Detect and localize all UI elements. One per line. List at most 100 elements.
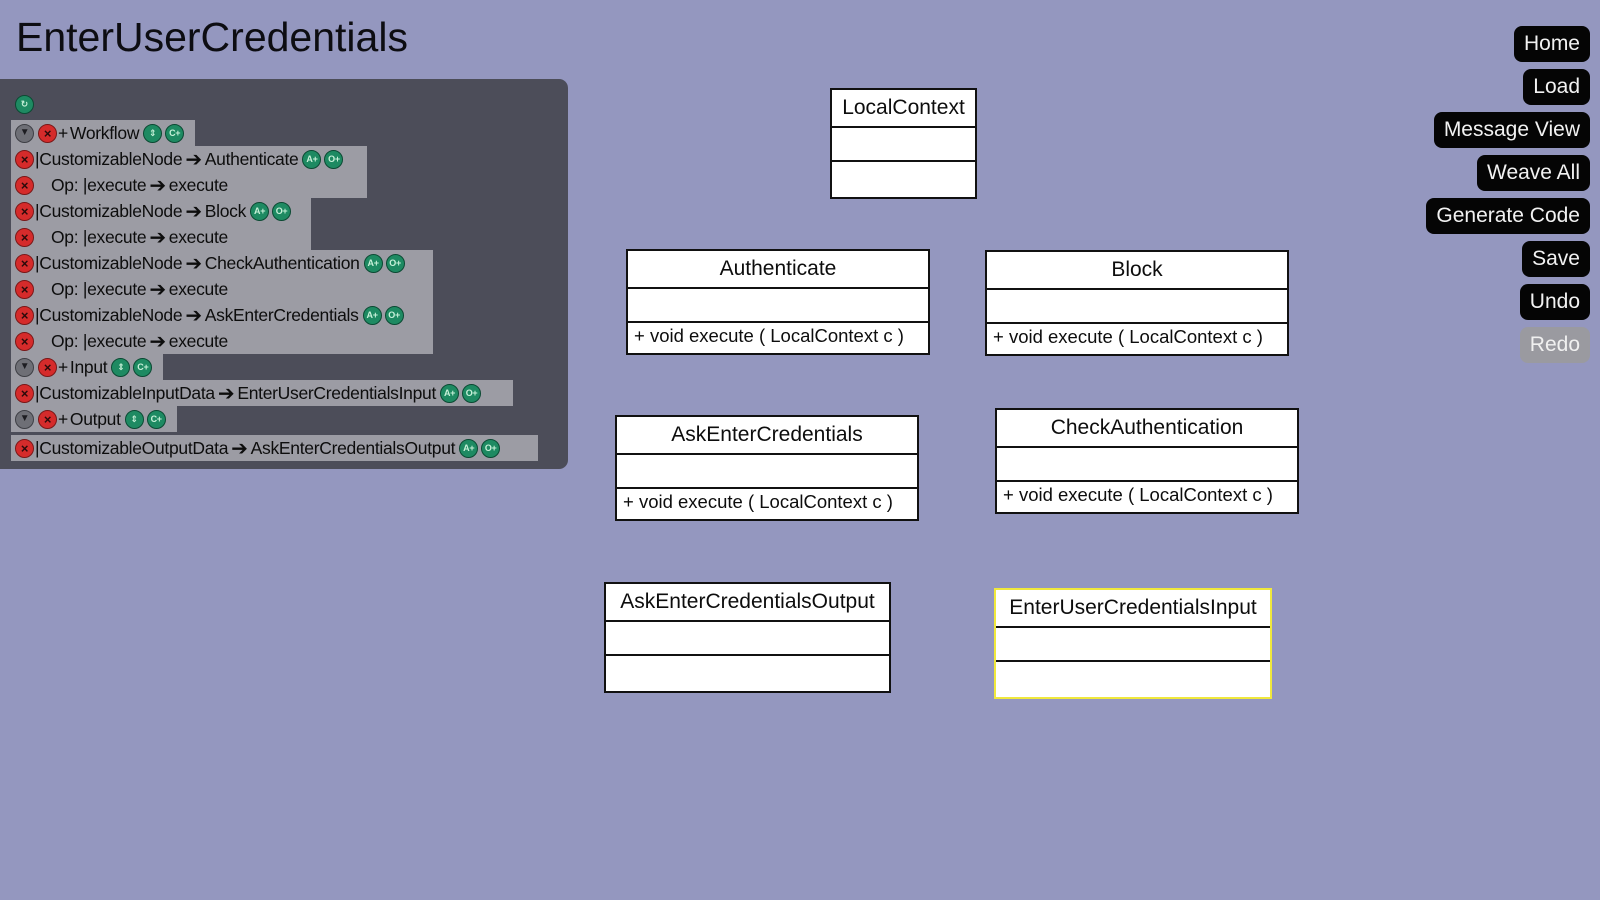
arrow-right-icon: ➔ <box>185 252 202 275</box>
reorder-icon[interactable]: ⇕ <box>124 409 144 429</box>
tree-op-label: Op: |execute <box>51 330 147 351</box>
delete-icon[interactable]: × <box>15 305 34 325</box>
class-attributes <box>628 289 928 323</box>
tree-node-target: AskEnterCredentialsOutput <box>250 437 456 458</box>
class-name: AskEnterCredentials <box>617 417 917 455</box>
message-view-button[interactable]: Message View <box>1433 112 1590 148</box>
arrow-right-icon: ➔ <box>149 330 166 353</box>
tree-section-input[interactable]: ▼ × + Input ⇕ C+ <box>11 354 163 380</box>
class-operations: + void execute ( LocalContext c ) <box>993 326 1263 347</box>
add-attribute-icon[interactable]: A+ <box>362 305 382 325</box>
tree-node-enterusercredentialsinput[interactable]: × |CustomizableInputData ➔ EnterUserCred… <box>11 380 513 406</box>
arrow-right-icon: ➔ <box>149 226 166 249</box>
class-operations <box>832 162 975 188</box>
save-button[interactable]: Save <box>1522 241 1590 277</box>
delete-icon[interactable]: × <box>38 357 57 377</box>
weave-all-button[interactable]: Weave All <box>1477 155 1590 191</box>
tree-node-target: Block <box>204 200 247 221</box>
tree-op-checkauthentication[interactable]: × Op: |execute ➔ execute <box>11 276 433 302</box>
tree-op-authenticate[interactable]: × Op: |execute ➔ execute <box>11 172 367 198</box>
class-operations: + void execute ( LocalContext c ) <box>623 491 893 512</box>
tree-node-type: |CustomizableOutputData <box>35 437 229 458</box>
delete-icon[interactable]: × <box>15 149 34 169</box>
class-name: EnterUserCredentialsInput <box>996 590 1270 628</box>
class-box-localcontext[interactable]: LocalContext <box>830 88 977 199</box>
class-box-askentercredentials[interactable]: AskEnterCredentials + void execute ( Loc… <box>615 415 919 521</box>
delete-icon[interactable]: × <box>15 227 34 247</box>
tree-node-type: |CustomizableNode <box>35 252 183 273</box>
add-attribute-icon[interactable]: A+ <box>459 438 479 458</box>
add-class-icon[interactable]: C+ <box>165 123 185 143</box>
add-operation-icon[interactable]: O+ <box>384 305 404 325</box>
add-operation-icon[interactable]: O+ <box>385 253 405 273</box>
add-attribute-icon[interactable]: A+ <box>363 253 383 273</box>
delete-icon[interactable]: × <box>15 438 34 458</box>
arrow-right-icon: ➔ <box>217 382 235 405</box>
reorder-icon[interactable]: ⇕ <box>111 357 131 377</box>
add-attribute-icon[interactable]: A+ <box>440 383 460 403</box>
class-box-checkauthentication[interactable]: CheckAuthentication + void execute ( Loc… <box>995 408 1299 514</box>
add-operation-icon[interactable]: O+ <box>324 149 344 169</box>
tree-node-askentercredentialsoutput[interactable]: × |CustomizableOutputData ➔ AskEnterCred… <box>11 435 538 461</box>
delete-icon[interactable]: × <box>38 409 57 429</box>
home-button[interactable]: Home <box>1513 26 1590 62</box>
class-box-block[interactable]: Block + void execute ( LocalContext c ) <box>985 250 1289 356</box>
tree-op-label: Op: |execute <box>51 226 147 247</box>
tree-node-askentercredentials[interactable]: × |CustomizableNode ➔ AskEnterCredential… <box>11 302 433 328</box>
add-class-icon[interactable]: C+ <box>146 409 166 429</box>
tree-node-block[interactable]: × |CustomizableNode ➔ Block A+ O+ <box>11 198 311 224</box>
delete-icon[interactable]: × <box>15 201 34 221</box>
delete-icon[interactable]: × <box>15 331 34 351</box>
add-operation-icon[interactable]: O+ <box>481 438 501 458</box>
tree-node-target: AskEnterCredentials <box>204 304 359 325</box>
class-box-authenticate[interactable]: Authenticate + void execute ( LocalConte… <box>626 249 930 355</box>
class-box-enterusercredentialsinput[interactable]: EnterUserCredentialsInput <box>994 588 1272 699</box>
class-operations: + void execute ( LocalContext c ) <box>1003 484 1273 505</box>
collapse-icon[interactable]: ▼ <box>15 123 34 143</box>
tree-op-target: execute <box>168 174 229 195</box>
tree-op-target: execute <box>168 330 229 351</box>
class-attributes <box>997 448 1297 482</box>
add-operation-icon[interactable]: O+ <box>272 201 292 221</box>
add-operation-icon[interactable]: O+ <box>462 383 482 403</box>
tree-node-type: |CustomizableNode <box>35 304 183 325</box>
tree-node-type: |CustomizableNode <box>35 148 183 169</box>
tree-node-type: |CustomizableNode <box>35 200 183 221</box>
collapse-icon[interactable]: ▼ <box>15 409 34 429</box>
class-operations <box>606 656 889 682</box>
delete-icon[interactable]: × <box>38 123 57 143</box>
tree-section-output[interactable]: ▼ × + Output ⇕ C+ <box>11 406 177 432</box>
class-attributes <box>617 455 917 489</box>
undo-button[interactable]: Undo <box>1519 284 1590 320</box>
delete-icon[interactable]: × <box>15 175 34 195</box>
tree-node-type: |CustomizableInputData <box>35 382 215 403</box>
delete-icon[interactable]: × <box>15 279 34 299</box>
tree-node-authenticate[interactable]: × |CustomizableNode ➔ Authenticate A+ O+ <box>11 146 367 172</box>
collapse-icon[interactable]: ▼ <box>15 357 34 377</box>
add-attribute-icon[interactable]: A+ <box>250 201 270 221</box>
tree-op-block[interactable]: × Op: |execute ➔ execute <box>11 224 311 250</box>
add-attribute-icon[interactable]: A+ <box>302 149 322 169</box>
tree-section-workflow[interactable]: ▼ × + Workflow ⇕ C+ <box>11 120 195 146</box>
page-title: EnterUserCredentials <box>16 14 408 60</box>
tree-section-prefix: + <box>58 356 68 377</box>
add-class-icon[interactable]: C+ <box>133 357 153 377</box>
tree-section-prefix: + <box>58 408 68 429</box>
delete-icon[interactable]: × <box>15 253 34 273</box>
class-box-askentercredentialsoutput[interactable]: AskEnterCredentialsOutput <box>604 582 891 693</box>
tree-op-target: execute <box>168 278 229 299</box>
refresh-icon[interactable]: ↻ <box>15 95 34 114</box>
redo-button[interactable]: Redo <box>1519 327 1590 363</box>
generate-code-button[interactable]: Generate Code <box>1426 198 1590 234</box>
arrow-right-icon: ➔ <box>185 148 202 171</box>
class-name: CheckAuthentication <box>997 410 1297 448</box>
reorder-icon[interactable]: ⇕ <box>143 123 163 143</box>
arrow-right-icon: ➔ <box>185 200 202 223</box>
tree-op-askentercredentials[interactable]: × Op: |execute ➔ execute <box>11 328 433 354</box>
delete-icon[interactable]: × <box>15 383 34 403</box>
tree-node-target: Authenticate <box>204 148 299 169</box>
class-attributes <box>606 622 889 656</box>
load-button[interactable]: Load <box>1523 69 1590 105</box>
class-name: Authenticate <box>628 251 928 289</box>
tree-node-checkauthentication[interactable]: × |CustomizableNode ➔ CheckAuthenticatio… <box>11 250 433 276</box>
